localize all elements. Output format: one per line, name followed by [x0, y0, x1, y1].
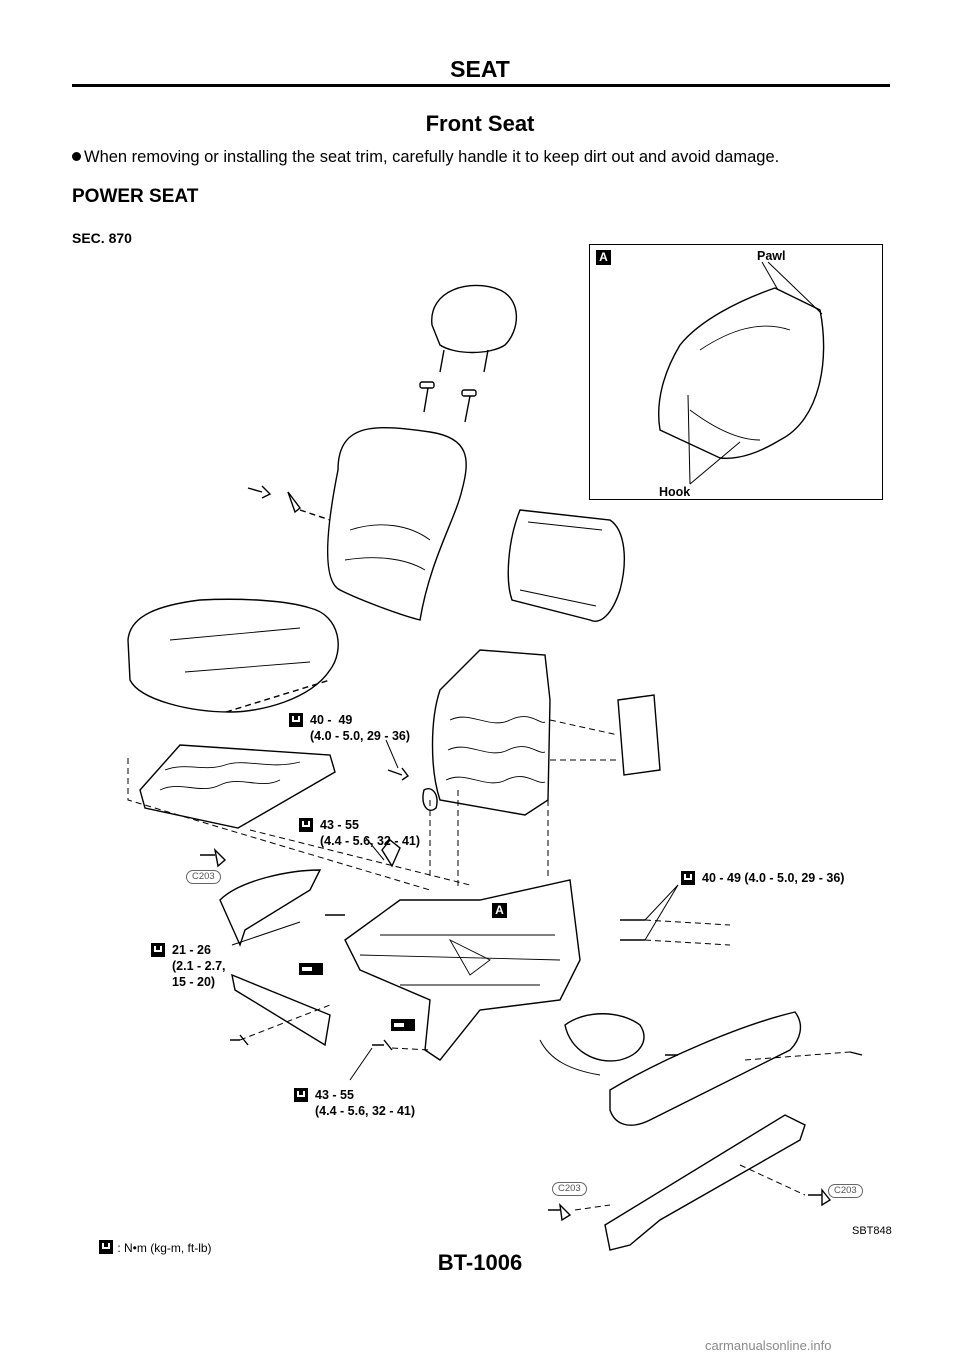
pawl-label: Pawl [757, 249, 786, 263]
torque-wrench-icon [294, 1088, 308, 1102]
seatback-board-illustration [507, 509, 625, 622]
section-number: SEC. 870 [72, 230, 132, 246]
outer-side-cover-illustration [609, 1011, 802, 1126]
bullet-icon [72, 152, 81, 161]
torque-wrench-icon [99, 1240, 113, 1254]
connector-label: C203 [186, 870, 221, 884]
section-subheading: POWER SEAT [72, 186, 199, 207]
connector-label: C203 [828, 1184, 863, 1198]
torque-legend: : N•m (kg-m, ft-lb) [98, 1239, 212, 1255]
torque-spec-2-text: 43 - 55 (4.4 - 5.6, 32 - 41) [320, 818, 421, 848]
connector-icon [299, 963, 323, 975]
rear-side-trim-illustration [604, 1114, 806, 1251]
torque-spec-3-text: 40 - 49 (4.0 - 5.0, 29 - 36) [702, 871, 845, 885]
side-trim-left-illustration [231, 973, 331, 1047]
torque-spec-4-text: 21 - 26 (2.1 - 2.7, 15 - 20) [172, 943, 226, 989]
torque-spec-4: 21 - 26 (2.1 - 2.7, 15 - 20) [150, 942, 226, 990]
seat-track-illustration [344, 879, 581, 1061]
connector-label: C203 [552, 1182, 587, 1196]
seatback-frame-illustration [431, 649, 551, 816]
inner-cover-illustration [219, 869, 322, 947]
torque-wrench-icon [681, 871, 695, 885]
seatback-illustration [327, 426, 467, 621]
page-header: SEAT [450, 56, 510, 82]
headrest-illustration [419, 284, 518, 423]
page-number: BT-1006 [437, 1250, 523, 1275]
detail-a-box [589, 244, 883, 500]
torque-wrench-icon [151, 943, 165, 957]
cushion-frame-illustration [139, 744, 336, 829]
header-rule [72, 84, 890, 87]
watermark: carmanualsonline.info [705, 1338, 832, 1353]
torque-spec-1: 40 - 49 (4.0 - 5.0, 29 - 36) [288, 712, 410, 744]
detail-a-frame-illustration [658, 287, 825, 460]
torque-spec-5: 43 - 55 (4.4 - 5.6, 32 - 41) [293, 1087, 415, 1119]
torque-spec-2: 43 - 55 (4.4 - 5.6, 32 - 41) [298, 817, 420, 849]
connector-icon [391, 1019, 415, 1031]
detail-a-tag: A [596, 250, 611, 265]
torque-wrench-icon [289, 713, 303, 727]
torque-spec-1-text: 40 - 49 (4.0 - 5.0, 29 - 36) [310, 713, 411, 743]
detail-a-callout-tag: A [492, 903, 507, 918]
torque-spec-3: 40 - 49 (4.0 - 5.0, 29 - 36) [680, 870, 844, 886]
torque-legend-text: : N•m (kg-m, ft-lb) [117, 1241, 212, 1255]
torque-wrench-icon [299, 818, 313, 832]
bullet-note: When removing or installing the seat tri… [72, 148, 779, 167]
page-title: Front Seat [425, 111, 535, 136]
figure-id: SBT848 [852, 1225, 892, 1237]
torque-spec-5-text: 43 - 55 (4.4 - 5.6, 32 - 41) [315, 1088, 416, 1118]
bullet-text: When removing or installing the seat tri… [84, 148, 780, 166]
seat-cushion-illustration [127, 598, 339, 713]
hook-label: Hook [659, 485, 691, 499]
